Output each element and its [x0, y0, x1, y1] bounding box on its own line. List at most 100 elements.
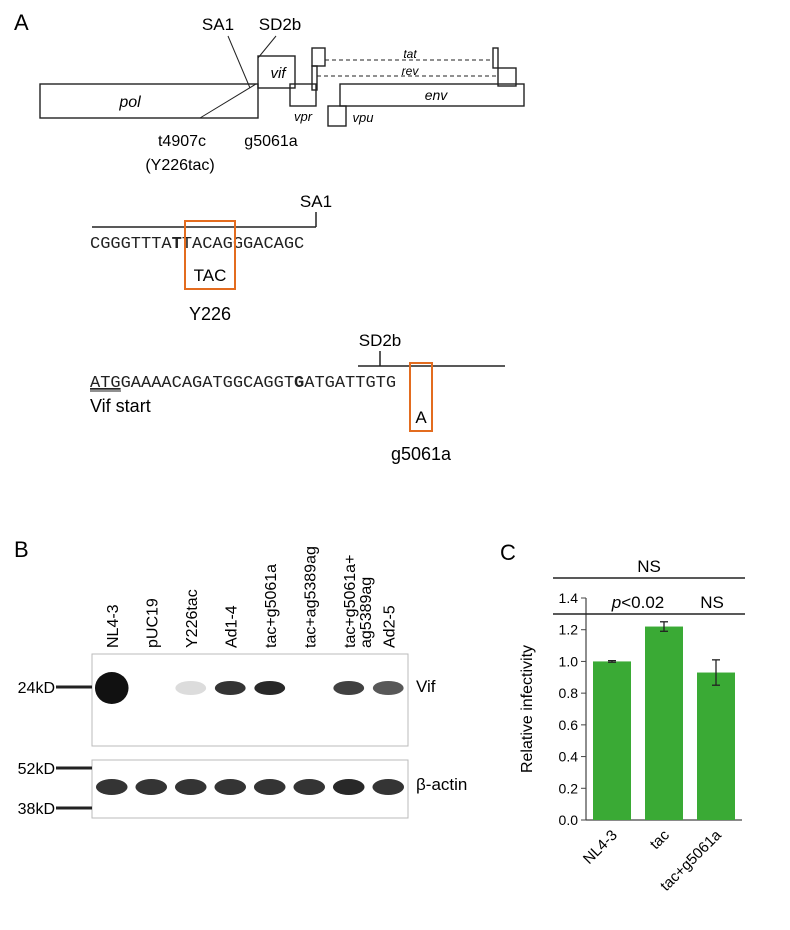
vpr-label: vpr [294, 109, 313, 124]
lane-label: tac+ag5389ag [302, 546, 319, 648]
vif-band [254, 681, 286, 695]
lane-label: pUC19 [144, 598, 161, 648]
tat-label: tat [403, 47, 417, 61]
seq1-site-label: SA1 [300, 192, 332, 211]
actin-band [293, 779, 326, 795]
y-tick-label: 0.4 [559, 749, 579, 765]
actin-band [372, 779, 405, 795]
y-axis-label: Relative infectivity [519, 645, 536, 773]
tat-exon1-box [311, 47, 326, 67]
vpu-label: vpu [353, 110, 374, 125]
marker-24kd-label: 24kD [18, 680, 55, 697]
lane-label: tac+g5061a+ [342, 555, 359, 648]
significance-ns-right: NS [700, 593, 724, 612]
pol-label: pol [118, 94, 141, 111]
panel-b-label: B [14, 537, 29, 562]
vif-band [94, 672, 129, 704]
vif-gene-box [257, 55, 296, 89]
seq2-pre: GAAAACAGATGGCAGGT [121, 374, 294, 393]
vif-label: vif [271, 65, 288, 82]
vif-band-label: Vif [416, 677, 436, 696]
g5061a-map-label: g5061a [244, 133, 297, 150]
t4907c-pointer [199, 83, 257, 119]
seq2-site-label: SD2b [359, 331, 402, 350]
rev-label: rev [402, 64, 420, 78]
significance-p-label: p<0.02 [611, 593, 664, 612]
sd2b-pointer [257, 35, 277, 59]
actin-band [95, 779, 128, 795]
seq1-pre: CGGGTTTA [90, 235, 172, 254]
actin-band [214, 779, 247, 795]
seq1-post: TACAGGGACAGC [182, 235, 304, 254]
pol-gene-box [39, 83, 259, 119]
actin-band [135, 779, 168, 795]
vif-band [175, 681, 207, 695]
y-tick-label: 1.2 [559, 622, 579, 638]
y-tick-label: 0.0 [559, 812, 579, 828]
molecular-weight-markers: 24kD 52kD 38kD [18, 680, 92, 818]
x-category-label: tac [647, 826, 674, 853]
vpu-gene-box [327, 105, 347, 127]
sa1-site-label: SA1 [202, 15, 234, 34]
actin-bands [95, 779, 405, 795]
x-category-label: NL4-3 [580, 827, 621, 868]
seq1-codon-text: TAC [194, 266, 227, 285]
actin-band-label: β-actin [416, 775, 467, 794]
tat-exon2-box [492, 47, 499, 69]
panel-a-label: A [14, 10, 29, 35]
vif-band [333, 681, 365, 695]
env-gene-box [339, 83, 525, 107]
bar [593, 661, 631, 820]
sa1-pointer [227, 35, 251, 89]
panel-c-label: C [500, 540, 516, 565]
seq2-mutated-base: G [294, 374, 304, 393]
lane-label: NL4-3 [105, 604, 122, 648]
lane-label: Ad2-5 [381, 605, 398, 648]
marker-52kd-label: 52kD [18, 761, 55, 778]
y-tick-label: 0.8 [559, 685, 579, 701]
lane-label: Y226tac [184, 589, 201, 648]
vif-band [214, 681, 246, 695]
vpr-gene-box [289, 83, 317, 107]
t4907c-label: t4907c [158, 133, 206, 150]
y-tick-label: 1.0 [559, 653, 579, 669]
y-tick-label: 0.6 [559, 717, 579, 733]
seq2-post: ATGATTGTG [304, 374, 396, 393]
sd2b-site-label: SD2b [259, 15, 302, 34]
seq1-sequence: CGGGTTTATTACAGGGACAGC [90, 235, 304, 254]
genome-map [39, 35, 525, 127]
actin-band [332, 779, 365, 795]
actin-band [253, 779, 286, 795]
y-tick-label: 0.2 [559, 780, 579, 796]
blot-lane-labels: NL4-3 pUC19 Y226tac Ad1-4 tac+g5061a tac+ag53… [105, 546, 399, 648]
vif-start-label: Vif start [90, 396, 151, 416]
seq2-start-codon: ATG [90, 374, 121, 393]
lane-label: tac+g5061a [263, 564, 280, 648]
vif-blot-strip [91, 653, 409, 747]
rev-exon1-box [311, 65, 318, 91]
marker-38kd-label: 38kD [18, 801, 55, 818]
lane-label: Ad1-4 [223, 605, 240, 648]
seq2-base-box [409, 362, 433, 432]
seq2-caption: g5061a [391, 444, 452, 464]
actin-band [174, 779, 207, 795]
seq1-codon-box [184, 220, 236, 290]
bar [645, 626, 683, 820]
rev-exon2-box [497, 67, 517, 87]
env-label: env [425, 87, 449, 103]
seq1-mutated-base: T [172, 235, 182, 254]
bar [697, 672, 735, 820]
seq2-sequence: ATGGAAAACAGATGGCAGGTGATGATTGTG [90, 374, 396, 393]
vif-bands [94, 672, 404, 704]
seq1-caption: Y226 [189, 304, 231, 324]
lane-label-line2: ag5389ag [358, 577, 375, 648]
significance-ns-top: NS [637, 557, 661, 576]
vif-band [372, 681, 404, 695]
sequence-1: SA1 CGGGTTTATTACAGGGACAGC TAC Y226 [90, 192, 332, 324]
y-tick-label: 1.4 [559, 590, 579, 606]
sequence-2: SD2b ATGGAAAACAGATGGCAGGTGATGATTGTG A Vi… [90, 331, 505, 464]
y226tac-label: (Y226tac) [145, 157, 214, 174]
seq2-base-text: A [415, 408, 427, 427]
